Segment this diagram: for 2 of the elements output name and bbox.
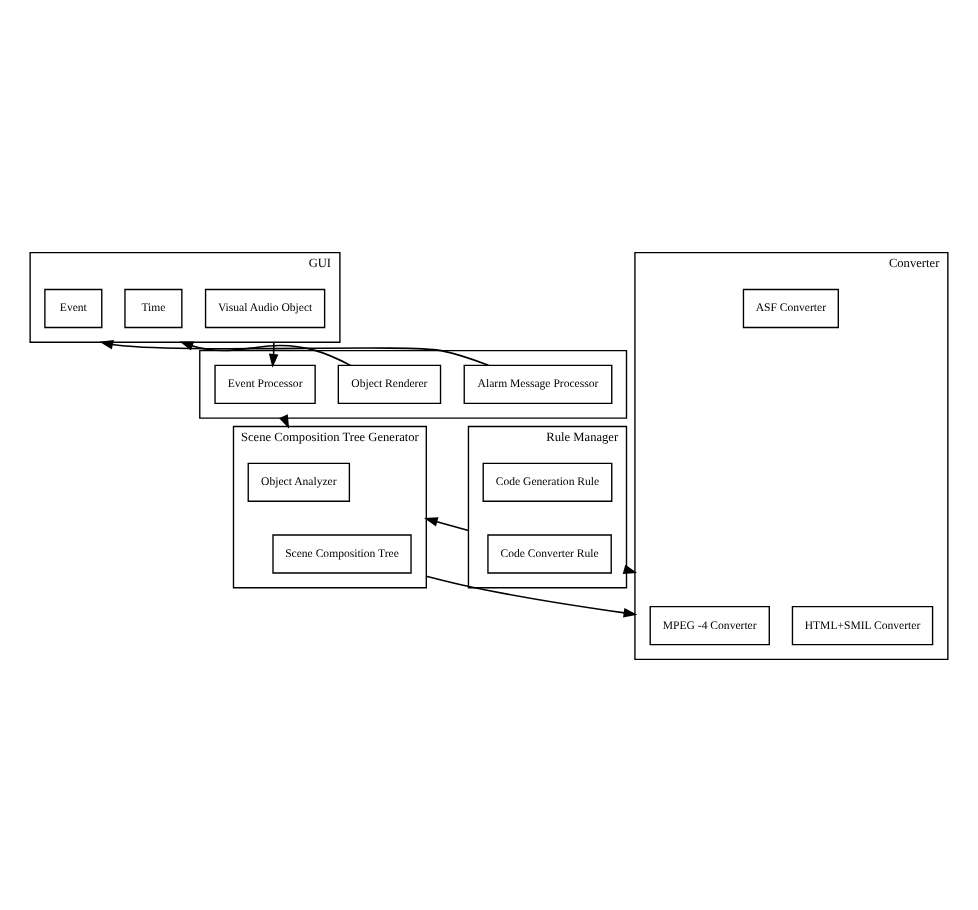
arrow — [425, 574, 638, 617]
arrow — [424, 516, 470, 531]
